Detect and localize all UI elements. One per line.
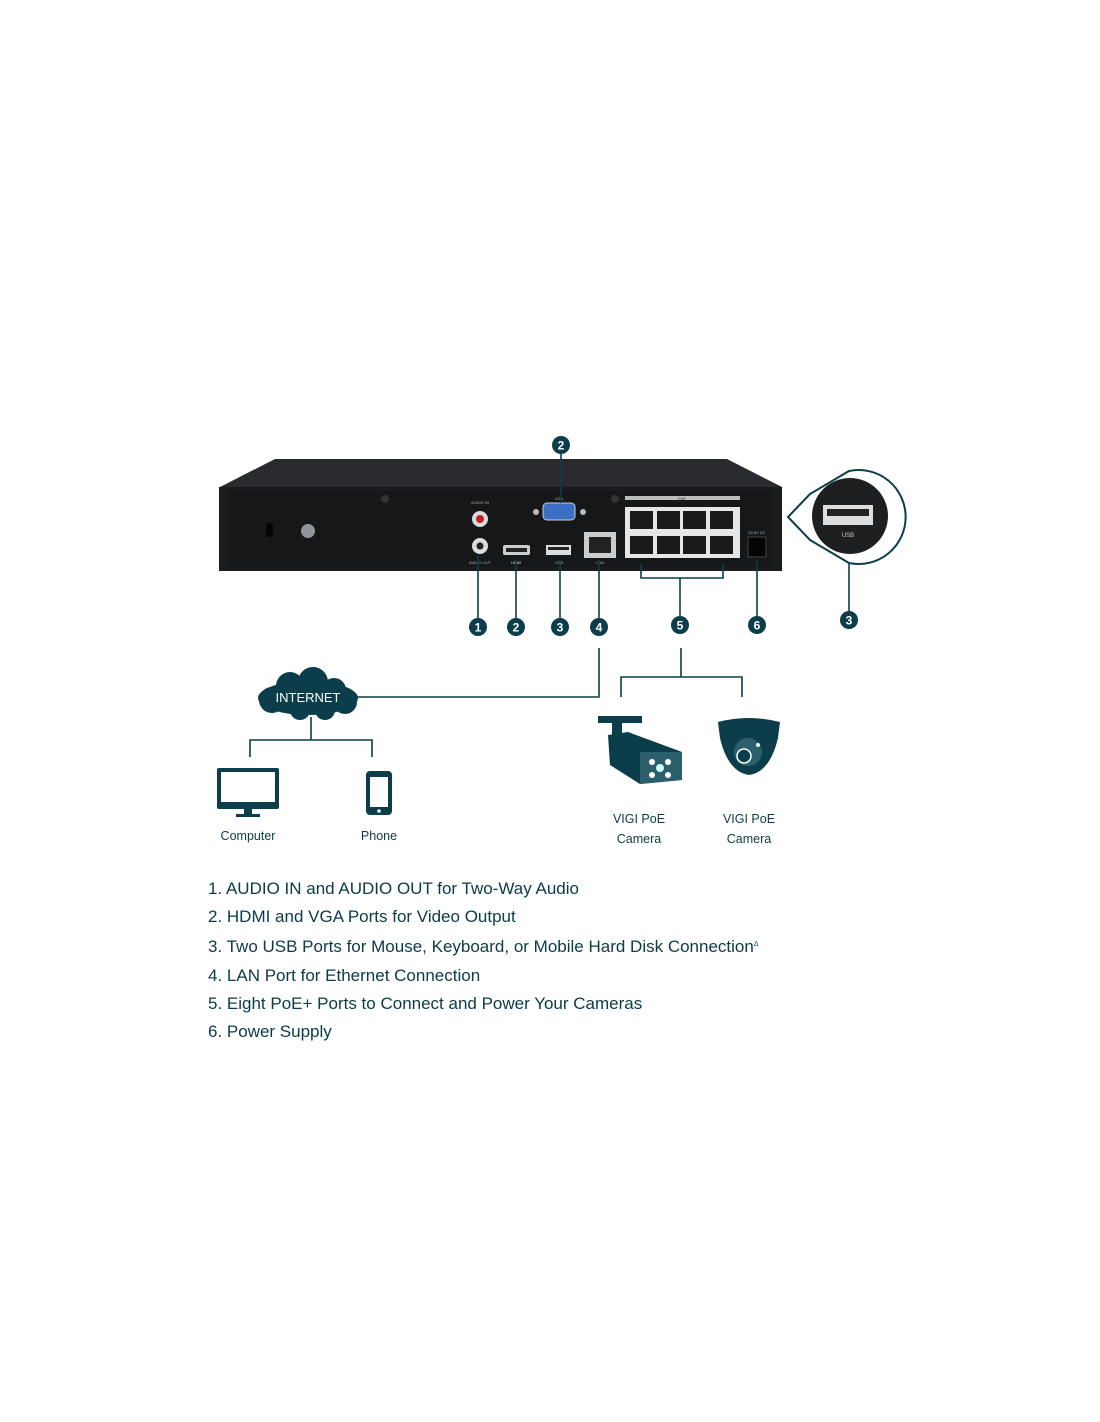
feature-item: 6. Power Supply	[208, 1022, 332, 1042]
monitor-icon	[217, 768, 279, 817]
camera-2-label-line1: VIGI PoE	[722, 812, 776, 826]
phone-icon	[366, 771, 392, 815]
audio-in-label: AUDIO IN	[471, 500, 489, 505]
callout-4: 4	[596, 621, 603, 635]
usb-zoom-label: USB	[842, 533, 854, 539]
connector-lines	[249, 454, 850, 757]
callout-3: 3	[557, 621, 564, 635]
computer-label: Computer	[220, 829, 276, 843]
callout-6: 6	[754, 619, 761, 633]
camera-1-label: VIGI PoE Camera	[613, 809, 665, 849]
feature-item-text: 3. Two USB Ports for Mouse, Keyboard, or…	[208, 937, 754, 957]
audio-out-label: AUDIO OUT	[469, 560, 492, 565]
feature-list: 1. AUDIO IN and AUDIO OUT for Two-Way Au…	[208, 875, 759, 1046]
callout-5: 5	[677, 619, 684, 633]
callout-3-usb: 3	[846, 614, 853, 628]
lan-label: LAN	[596, 560, 604, 565]
feature-item: 1. AUDIO IN and AUDIO OUT for Two-Way Au…	[208, 879, 579, 898]
feature-item: 3. Two USB Ports for Mouse, Keyboard, or…	[208, 931, 759, 961]
poe-label: PoE	[678, 496, 686, 501]
callout-1: 1	[475, 621, 482, 635]
camera-1-label-line2: Camera	[616, 832, 662, 846]
dome-camera-icon	[718, 718, 780, 775]
camera-2-label-line2: Camera	[726, 832, 772, 846]
usb-zoom-bubble	[786, 469, 907, 565]
internet-cloud-icon	[258, 667, 358, 720]
callout-badges	[469, 436, 858, 636]
camera-2-label: VIGI PoE Camera	[723, 809, 775, 849]
internet-label: INTERNET	[276, 690, 341, 705]
feature-item: 4. LAN Port for Ethernet Connection	[208, 965, 481, 985]
camera-1-label-line1: VIGI PoE	[612, 812, 666, 826]
nvr-device	[219, 459, 782, 571]
dc-label: 53.5V DC	[748, 530, 765, 535]
vga-label: VGA	[555, 496, 564, 501]
footnote-mark: Δ	[753, 941, 759, 949]
feature-item: 2. HDMI and VGA Ports for Video Output	[208, 907, 516, 927]
feature-item: 5. Eight PoE+ Ports to Connect and Power…	[208, 993, 643, 1013]
bullet-camera-icon	[598, 716, 682, 784]
usb-label: USB	[555, 560, 564, 565]
phone-label: Phone	[360, 829, 398, 843]
callout-2: 2	[513, 621, 520, 635]
callout-2-vga: 2	[558, 439, 565, 453]
